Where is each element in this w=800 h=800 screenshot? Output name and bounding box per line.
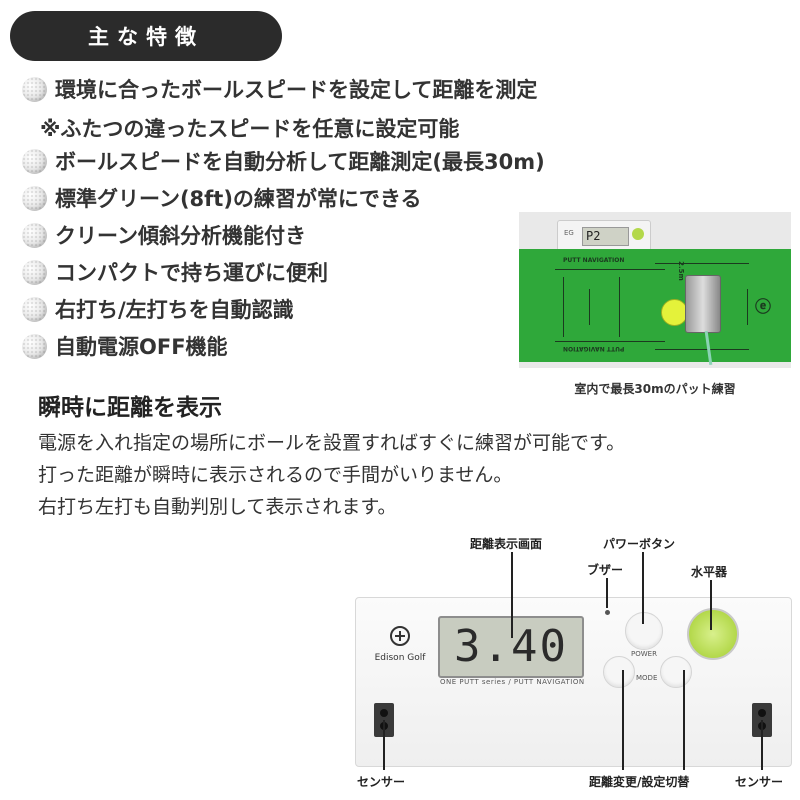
mode-button-left[interactable]	[603, 656, 635, 688]
feature-text: 自動電源OFF機能	[55, 335, 228, 359]
golf-ball-icon	[661, 299, 688, 326]
label-mode-button: 距離変更/設定切替	[589, 775, 690, 789]
mat-line	[655, 263, 749, 264]
golf-ball-icon	[22, 333, 47, 359]
feature-text: 環境に合ったボールスピードを設定して距離を測定	[55, 78, 538, 102]
mat-line	[555, 341, 665, 342]
putting-mat: PUTT NAVIGATION PUTT NAVIGATION 2.5m ⓔ	[519, 249, 791, 366]
description-line: 打った距離が瞬時に表示されるので手間がいりません。	[38, 464, 513, 486]
leader-line	[606, 578, 608, 608]
mat-line	[589, 289, 590, 325]
feature-text: 右打ち/左打ちを自動認識	[55, 298, 294, 322]
golf-ball-icon	[22, 76, 47, 102]
mat-line	[619, 277, 620, 337]
mat-label-top: PUTT NAVIGATION	[563, 257, 625, 264]
putting-mat-photo: EG P2 PUTT NAVIGATION PUTT NAVIGATION 2.…	[519, 212, 791, 368]
photo-caption: 室内で最長30mのパット練習	[574, 382, 736, 396]
label-level: 水平器	[691, 565, 728, 579]
feature-item: ボールスピードを自動分析して距離測定(最長30m)	[22, 144, 545, 178]
golf-ball-icon	[22, 296, 47, 322]
section-title: 瞬時に距離を表示	[38, 395, 222, 421]
device-brand: Edison Golf	[374, 653, 426, 663]
feature-note: ※ふたつの違ったスピードを任意に設定可能	[40, 117, 460, 141]
feature-item: 標準グリーン(8ft)の練習が常にできる	[22, 181, 422, 215]
label-display-screen: 距離表示画面	[470, 537, 543, 551]
label-sensor-left: センサー	[357, 775, 406, 789]
feature-item: 環境に合ったボールスピードを設定して距離を測定	[22, 72, 537, 106]
edison-golf-logo-icon	[390, 626, 410, 646]
mini-device-display: P2	[582, 227, 629, 246]
leader-line	[511, 552, 513, 638]
section-header-title: 主な特徴	[88, 25, 204, 49]
mat-line	[563, 277, 564, 337]
golf-ball-icon	[22, 185, 47, 211]
mode-button-label: MODE	[636, 674, 658, 682]
device-series-text: ONE PUTT series / PUTT NAVIGATION	[440, 678, 585, 686]
mode-button-right[interactable]	[660, 656, 692, 688]
mat-label-bottom: PUTT NAVIGATION	[563, 345, 625, 352]
label-power-button: パワーボタン	[603, 537, 676, 551]
description-line: 右打ち左打も自動判別して表示されます。	[38, 496, 397, 518]
putter-shaft	[704, 330, 713, 366]
feature-item: 右打ち/左打ちを自動認識	[22, 292, 294, 326]
putter-head	[685, 275, 721, 333]
leader-line	[710, 580, 712, 630]
feature-item: コンパクトで持ち運びに便利	[22, 255, 328, 289]
mini-level-icon	[632, 228, 644, 240]
golf-ball-icon	[22, 222, 47, 248]
mini-device: EG P2	[557, 220, 651, 252]
mat-line	[555, 269, 665, 270]
golf-ball-icon	[22, 148, 47, 174]
label-buzzer: ブザー	[587, 563, 624, 577]
description-line: 電源を入れ指定の場所にボールを設置すればすぐに練習が可能です。	[38, 432, 626, 454]
mat-line	[747, 289, 748, 325]
mini-device-logo-icon: EG	[564, 229, 574, 237]
device-logo: Edison Golf	[370, 625, 430, 663]
leader-line	[683, 670, 685, 770]
section-header-pill: 主な特徴	[10, 11, 282, 61]
power-button-label: POWER	[631, 650, 657, 658]
feature-item: 自動電源OFF機能	[22, 329, 228, 363]
feature-text: クリーン傾斜分析機能付き	[55, 224, 306, 248]
leader-line	[642, 552, 644, 624]
leader-line	[622, 670, 624, 770]
mat-line	[655, 349, 749, 350]
leader-line	[383, 720, 385, 770]
bubble-level-icon	[687, 608, 739, 660]
leader-line	[761, 720, 763, 770]
feature-item: クリーン傾斜分析機能付き	[22, 218, 306, 252]
distance-mark: 2.5m	[676, 261, 685, 281]
feature-text: 標準グリーン(8ft)の練習が常にできる	[55, 187, 422, 211]
feature-text: ボールスピードを自動分析して距離測定(最長30m)	[55, 150, 545, 174]
mat-logo-icon: ⓔ	[755, 297, 772, 316]
feature-text: コンパクトで持ち運びに便利	[55, 261, 328, 285]
buzzer-icon	[605, 610, 610, 615]
golf-ball-icon	[22, 259, 47, 285]
label-sensor-right: センサー	[735, 775, 784, 789]
power-button[interactable]	[625, 612, 663, 650]
